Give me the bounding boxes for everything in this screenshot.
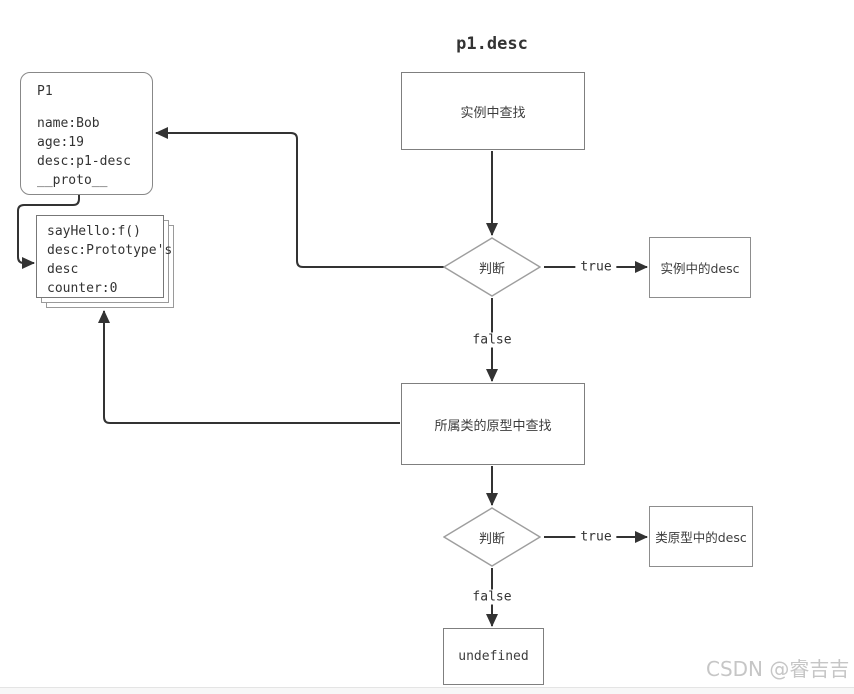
decision-1-label: 判断: [478, 261, 505, 277]
node-instance-desc: 实例中的desc: [649, 237, 751, 298]
p1-prop-proto: __proto__: [37, 173, 108, 188]
edge-label-true-2: true: [575, 529, 617, 545]
csdn-watermark: CSDN @睿吉吉: [706, 657, 850, 681]
bottom-scroll-strip: [0, 687, 854, 694]
node-class-proto-desc: 类原型中的desc: [649, 506, 753, 567]
p1-prop-age: age:19: [37, 135, 84, 150]
edge-protosearch-to-prototype: [98, 310, 400, 424]
edge-proto-link: [17, 195, 80, 269]
p1-prop-name: name:Bob: [37, 116, 100, 131]
diamond-shape: [443, 237, 541, 297]
diagram-title: p1.desc: [456, 34, 528, 54]
p1-prop-desc: desc:p1-desc: [37, 154, 131, 169]
prototype-object-box: sayHello:f() desc:Prototype's desc count…: [36, 215, 173, 298]
diamond-shape: [443, 507, 541, 567]
proto-prop-sayhello: sayHello:f(): [47, 224, 141, 239]
node-decision-2: 判断: [443, 507, 541, 567]
proto-prop-desc-cont: desc: [47, 262, 79, 277]
proto-prop-counter: counter:0: [47, 281, 118, 296]
edge-decision1-to-p1: [155, 127, 444, 268]
node-instance-search: 实例中查找: [401, 72, 585, 150]
node-decision-1: 判断: [443, 237, 541, 297]
edge-label-false-1: false: [467, 332, 517, 348]
p1-object-box: P1 name:Bob age:19 desc:p1-desc __proto_…: [20, 72, 153, 195]
decision-2-label: 判断: [478, 531, 505, 547]
edge-label-true-1: true: [575, 259, 617, 275]
edge-label-false-2: false: [467, 589, 517, 605]
node-proto-search: 所属类的原型中查找: [401, 383, 585, 465]
proto-prop-desc: desc:Prototype's: [47, 243, 173, 258]
p1-object-name: P1: [37, 84, 53, 99]
node-undefined: undefined: [443, 628, 544, 685]
